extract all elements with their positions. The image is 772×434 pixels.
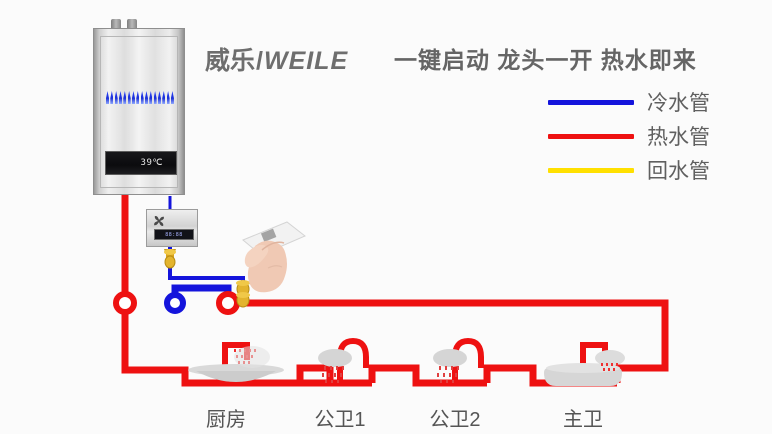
recirculation-pump-controller[interactable]: 88:88 [146,209,198,247]
controller-body: 88:88 [146,209,198,247]
fixture-bathtub [544,350,625,386]
fixture-shower-1 [318,349,352,383]
legend-item-hot: 热水管 [548,119,710,153]
pipe-junction-hot-left [113,291,137,315]
fixture-shower-2 [433,349,467,383]
brand-separator: / [256,47,263,75]
pipe-junction-hot-right [216,291,240,315]
heater-body: 39℃ [93,28,185,195]
heater-flue-left [111,19,121,29]
room-label-public-bath-1: 公卫1 [314,409,366,431]
hot-pipe-step-2 [368,364,487,387]
room-label-master-bath: 主卫 [563,409,603,431]
brand-name-cn: 威乐 [205,47,256,75]
valve-controller-outlet [164,249,176,269]
hot-water-line-icon [548,133,634,139]
valve-mixing-lower [236,292,250,308]
brand-logo: 威乐/WEILE [205,41,348,77]
page-title: 一键启动 龙头一开 热水即来 [394,47,697,73]
burner-flames [106,91,174,104]
legend-label-cold: 冷水管 [647,92,710,115]
fixture-kitchen-sink [188,346,284,382]
legend-item-cold: 冷水管 [548,85,710,119]
hand-pointing-icon [244,240,287,293]
legend-item-return: 回水管 [548,153,710,187]
kitchen-spray-dots [234,346,270,368]
legend-label-hot: 热水管 [647,126,710,149]
return-water-line-icon [548,167,634,173]
pipe-junction-cold [164,292,186,314]
room-label-kitchen: 厨房 [206,409,246,431]
legend-label-return: 回水管 [647,160,710,183]
cold-water-line-icon [548,99,634,105]
controller-display-text: 88:88 [165,231,183,238]
room-label-public-bath-2: 公卫2 [429,409,481,431]
brand-name-latin: WEILE [263,47,349,75]
heater-flue-right [127,19,137,29]
gas-water-heater: 39℃ [93,19,185,195]
legend: 冷水管 热水管 回水管 [548,85,710,187]
heater-temperature-readout: 39℃ [140,158,163,168]
controller-display: 88:88 [154,229,194,240]
fan-icon [154,216,164,226]
heater-display-panel: 39℃ [105,151,177,175]
